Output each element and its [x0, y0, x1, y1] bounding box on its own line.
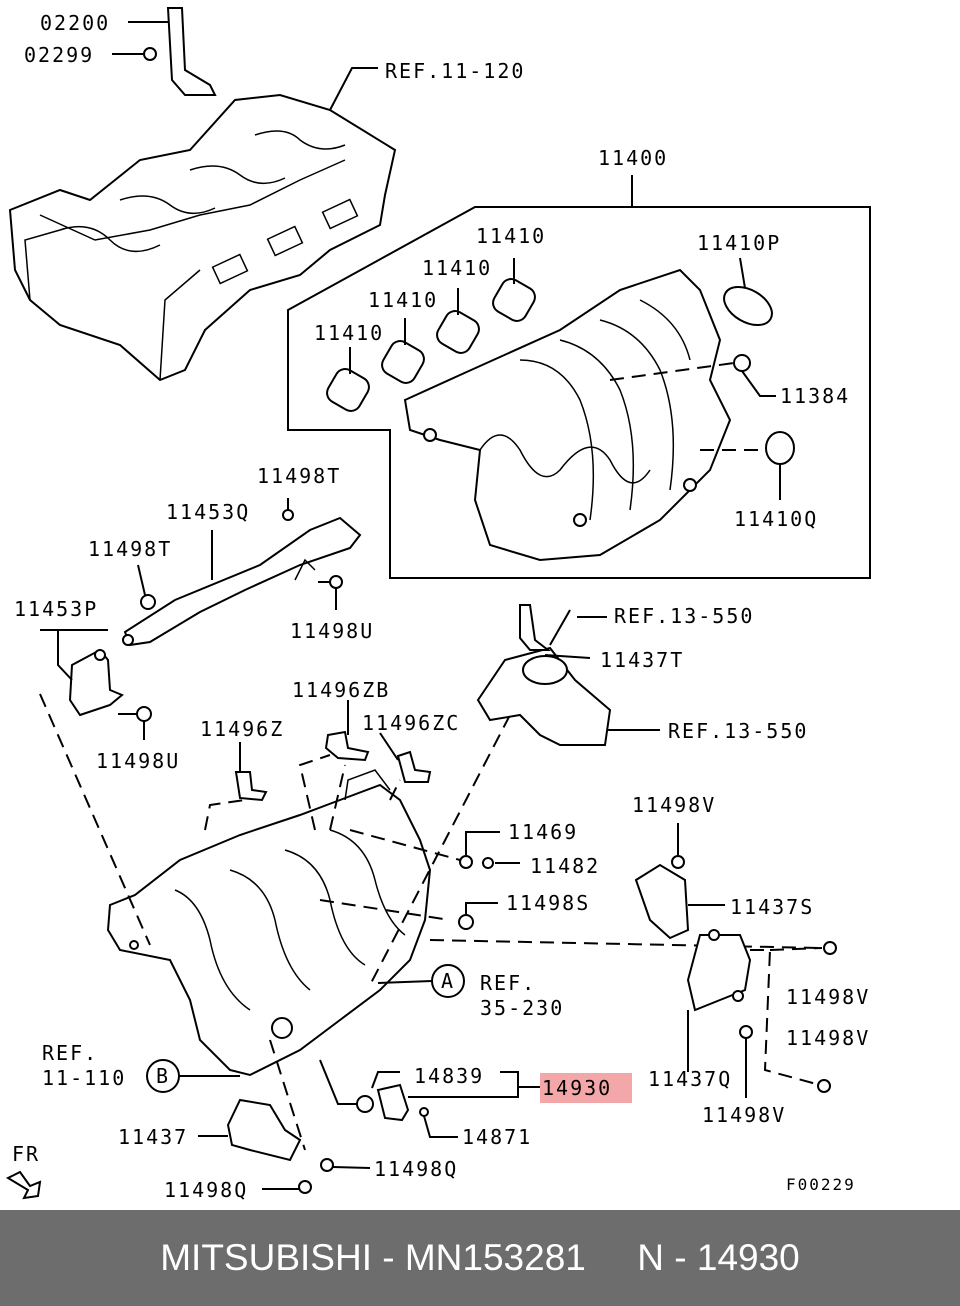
bracket-11453p-drawing: [40, 629, 124, 717]
fr-arrow-icon: [5, 1170, 42, 1200]
label-fr: FR: [12, 1142, 40, 1166]
bolt-11498u-a-drawing: [294, 558, 343, 610]
o-ring-11410p-drawing: [723, 257, 773, 326]
label-11437s[interactable]: 11437S: [730, 895, 814, 919]
bolt-11498u-b-drawing: [118, 706, 152, 740]
callout-b[interactable]: B: [156, 1064, 170, 1088]
label-11498q-a[interactable]: 11498Q: [374, 1157, 458, 1181]
intake-manifold-box: [287, 175, 871, 579]
label-ref-13-550-b[interactable]: REF.13-550: [668, 719, 808, 743]
label-11469[interactable]: 11469: [508, 820, 578, 844]
label-11498v-a[interactable]: 11498V: [632, 793, 716, 817]
cylinder-head-drawing: [8, 93, 397, 382]
label-ref-11-110-a[interactable]: REF.: [42, 1041, 98, 1065]
bracket-11437-drawing: [198, 1098, 371, 1194]
lower-manifold-drawing: [106, 769, 432, 1077]
bracket-11437s-drawing: [634, 823, 725, 940]
gasket-11410q-drawing: [700, 431, 795, 500]
label-11498v-c[interactable]: 11498V: [786, 1026, 870, 1050]
label-ref-13-550-a[interactable]: REF.13-550: [614, 604, 754, 628]
dash-lines-lower: [39, 693, 823, 1151]
label-11400[interactable]: 11400: [598, 146, 668, 170]
label-11498s[interactable]: 11498S: [506, 891, 590, 915]
fasteners-11469-11482-11498s: [458, 831, 520, 930]
label-11498v-d[interactable]: 11498V: [702, 1103, 786, 1127]
leader-ref11-120: [329, 67, 378, 111]
label-ref-35-230-b[interactable]: 35-230: [480, 996, 564, 1020]
label-11437t[interactable]: 11437T: [600, 648, 684, 672]
throttle-body-ref13-550-drawing: [476, 604, 660, 746]
callouts: [146, 964, 465, 1093]
label-11410p[interactable]: 11410P: [697, 231, 781, 255]
label-11496zc[interactable]: 11496ZC: [362, 711, 460, 735]
bracket-02200-drawing: [112, 7, 217, 96]
label-11453p[interactable]: 11453P: [14, 597, 98, 621]
label-11410-a[interactable]: 11410: [476, 224, 546, 248]
label-11410-b[interactable]: 11410: [422, 256, 492, 280]
label-02299[interactable]: 02299: [24, 43, 94, 67]
label-11496zb[interactable]: 11496ZB: [292, 678, 390, 702]
label-11410-d[interactable]: 11410: [314, 321, 384, 345]
label-11498t-a[interactable]: 11498T: [257, 464, 341, 488]
intake-manifold-drawing: [403, 268, 732, 562]
footer-bar: MITSUBISHI - MN153281 N - 14930: [0, 1210, 960, 1306]
gaskets-11410-drawing: [326, 258, 536, 412]
label-11496z[interactable]: 11496Z: [200, 717, 284, 741]
label-11498v-b[interactable]: 11498V: [786, 985, 870, 1009]
label-11437[interactable]: 11437: [118, 1125, 188, 1149]
label-11410q[interactable]: 11410Q: [734, 507, 818, 531]
sensor-14930-drawing: [319, 1059, 540, 1138]
label-11482[interactable]: 11482: [530, 854, 600, 878]
label-ref-11-110-b[interactable]: 11-110: [42, 1066, 126, 1090]
label-11498u-b[interactable]: 11498U: [96, 749, 180, 773]
label-ref-35-230-a[interactable]: REF.: [480, 971, 536, 995]
label-11498u-a[interactable]: 11498U: [290, 619, 374, 643]
bracket-11453q-drawing: [122, 498, 362, 647]
highlight-14930: [540, 1073, 632, 1103]
label-11410-c[interactable]: 11410: [368, 288, 438, 312]
label-14871[interactable]: 14871: [462, 1125, 532, 1149]
clips-11496-drawing: [234, 700, 432, 802]
label-02200[interactable]: 02200: [40, 11, 110, 35]
label-11437q[interactable]: 11437Q: [648, 1067, 732, 1091]
label-ref-11-120[interactable]: REF.11-120: [385, 59, 525, 83]
bolt-11498t-b-drawing: [137, 564, 156, 610]
label-14839[interactable]: 14839: [414, 1064, 484, 1088]
label-11498q-b[interactable]: 11498Q: [164, 1178, 248, 1202]
label-11498t-b[interactable]: 11498T: [88, 537, 172, 561]
parts-diagram: 02200 02299 REF.11-120 11400 11410 11410…: [5, 7, 871, 1202]
label-11384[interactable]: 11384: [780, 384, 850, 408]
bracket-11437q-drawing: [686, 929, 837, 1098]
figure-code: F00229: [786, 1175, 856, 1194]
label-11453q[interactable]: 11453Q: [166, 500, 250, 524]
label-14930[interactable]: 14930: [542, 1076, 612, 1100]
callout-a[interactable]: A: [441, 969, 455, 993]
exploded-view: 02200 02299 REF.11-120 11400 11410 11410…: [5, 7, 871, 1202]
footer-part-number: MITSUBISHI - MN153281 N - 14930: [160, 1237, 800, 1278]
seal-11384-drawing: [609, 354, 776, 397]
